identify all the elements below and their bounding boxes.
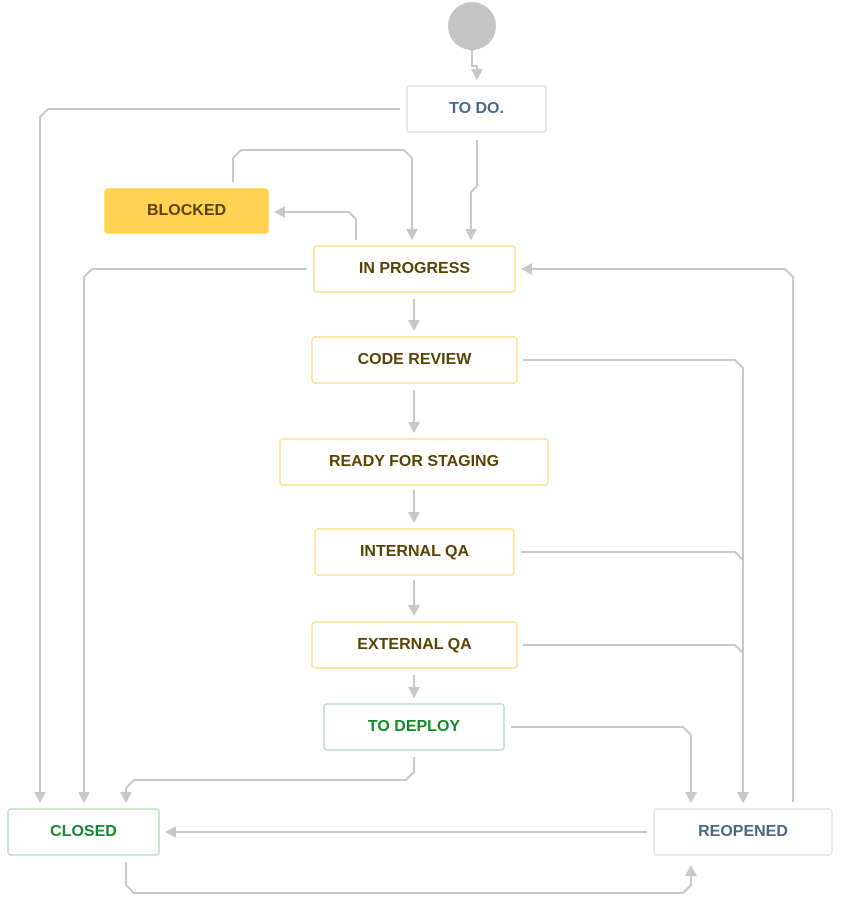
transition-closed-to-reopened: [125, 862, 697, 894]
transition-todo-to-closed: [34, 108, 400, 803]
transition-todo-to-inprogress: [465, 140, 478, 240]
transition-start-to-todo: [471, 50, 483, 80]
status-label-todo: TO DO.: [449, 100, 504, 117]
transitions: [34, 50, 794, 894]
status-label-external-qa: EXTERNAL QA: [357, 636, 472, 653]
transition-inprogress-to-blocked: [274, 206, 357, 240]
transition-todeploy-to-reopened: [511, 726, 697, 803]
transition-inprogress-to-closed: [78, 268, 307, 803]
transition-reopened-to-inprogress: [521, 263, 794, 802]
status-label-internal-qa: INTERNAL QA: [360, 543, 469, 560]
status-in-progress[interactable]: IN PROGRESS: [313, 245, 516, 293]
status-closed[interactable]: CLOSED: [7, 808, 160, 856]
status-reopened[interactable]: REOPENED: [653, 808, 833, 856]
transition-internalqa-to-reopened: [521, 551, 749, 803]
status-todo[interactable]: TO DO.: [406, 85, 547, 133]
status-label-closed: CLOSED: [50, 823, 117, 840]
transition-todeploy-to-closed: [120, 757, 415, 803]
start-node: [448, 2, 496, 50]
status-external-qa[interactable]: EXTERNAL QA: [311, 621, 518, 669]
status-code-review[interactable]: CODE REVIEW: [311, 336, 518, 384]
transition-blocked-to-inprogress: [232, 149, 418, 240]
status-label-blocked: BLOCKED: [147, 202, 226, 219]
status-label-reopened: REOPENED: [698, 823, 788, 840]
status-ready-for-staging[interactable]: READY FOR STAGING: [279, 438, 549, 486]
status-label-in-progress: IN PROGRESS: [359, 260, 470, 277]
status-label-to-deploy: TO DEPLOY: [368, 718, 460, 735]
statuses: TO DO. BLOCKED IN PROGRESS CODE REVIEW R…: [7, 85, 833, 856]
status-label-code-review: CODE REVIEW: [358, 351, 473, 368]
status-label-ready-for-staging: READY FOR STAGING: [329, 453, 499, 470]
status-blocked[interactable]: BLOCKED: [104, 188, 269, 234]
status-internal-qa[interactable]: INTERNAL QA: [314, 528, 515, 576]
status-to-deploy[interactable]: TO DEPLOY: [323, 703, 505, 751]
transition-codereview-to-reopened: [523, 359, 749, 803]
transition-externalqa-to-reopened: [523, 644, 749, 803]
